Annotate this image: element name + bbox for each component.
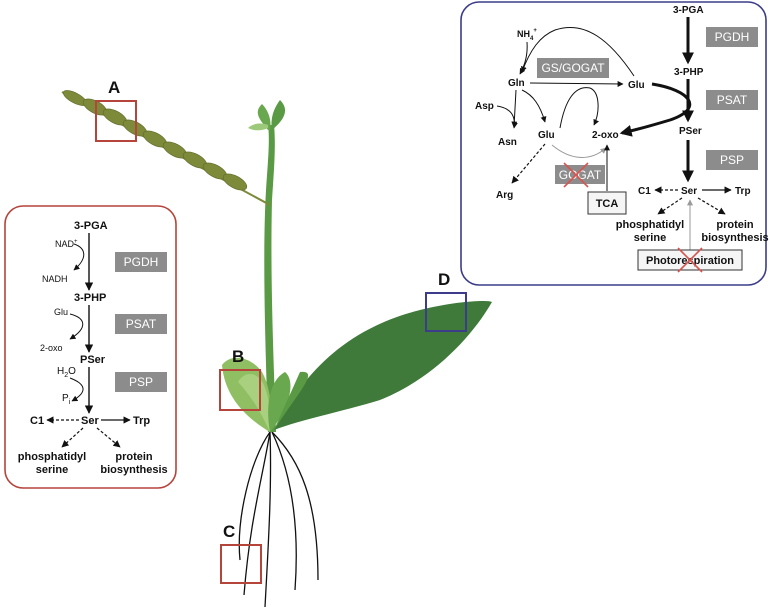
left-php: 3-PHP <box>74 292 106 304</box>
right-tca-box <box>587 191 627 215</box>
gogat-cross-icon <box>563 162 589 188</box>
region-box-b <box>219 369 261 411</box>
left-nad: NAD+ <box>55 239 78 249</box>
left-psp: PSP <box>129 375 153 389</box>
right-psat: PSAT <box>717 93 748 107</box>
right-pser: PSer <box>679 126 702 137</box>
right-pgdh: PGDH <box>715 30 750 44</box>
right-pgdh-box <box>706 27 758 47</box>
left-serine: serine <box>36 464 68 476</box>
right-glu-mid: Glu <box>538 130 555 141</box>
right-gogat: GOGAT <box>559 168 602 182</box>
left-pser: PSer <box>80 354 106 366</box>
right-php: 3-PHP <box>674 67 704 78</box>
left-pga: 3-PGA <box>74 220 108 232</box>
left-pi: Pi <box>62 393 71 406</box>
left-pgdh: PGDH <box>124 255 159 269</box>
right-oxo: 2-oxo <box>592 130 619 141</box>
left-glu: Glu <box>54 307 68 317</box>
right-trp: Trp <box>735 186 751 197</box>
left-biosynthesis: biosynthesis <box>100 464 167 476</box>
left-pgdh-box <box>115 252 167 272</box>
left-psat: PSAT <box>126 317 157 331</box>
right-ser: Ser <box>681 186 697 197</box>
left-protein: protein <box>115 451 153 463</box>
roots <box>238 431 319 608</box>
region-labels: A B C D <box>108 78 450 541</box>
right-gln: Gln <box>508 78 525 89</box>
left-psat-box <box>115 314 167 334</box>
right-serine: serine <box>634 232 666 244</box>
right-psp-box <box>706 150 758 170</box>
region-box-a <box>95 100 137 142</box>
right-biosynthesis: biosynthesis <box>701 232 768 244</box>
photorespiration-cross-icon <box>677 247 703 273</box>
right-phosphatidyl: phosphatidyl <box>616 219 684 231</box>
right-asp: Asp <box>475 101 494 112</box>
left-c1: C1 <box>30 415 44 427</box>
label-a: A <box>108 78 120 97</box>
label-b: B <box>232 347 244 366</box>
left-h2o: H2O <box>57 366 76 379</box>
left-nadh: NADH <box>42 274 68 284</box>
label-c: C <box>223 522 235 541</box>
cauline-leaf <box>274 300 492 430</box>
left-psp-box <box>115 372 167 392</box>
right-asn: Asn <box>498 137 517 148</box>
left-ser: Ser <box>81 415 99 427</box>
right-c1: C1 <box>638 186 651 197</box>
left-oxo: 2-oxo <box>40 343 63 353</box>
panel-right: NH4+ Gln GS/GOGAT Glu 3-PGA PGDH 3-PHP P… <box>460 1 769 286</box>
left-trp: Trp <box>133 415 150 427</box>
rosette-leaves <box>222 357 291 432</box>
right-arg: Arg <box>496 190 513 201</box>
stem <box>264 125 276 432</box>
region-box-d <box>425 292 467 332</box>
seed-pod <box>61 90 271 206</box>
label-d: D <box>438 270 450 289</box>
right-gs-gogat: GS/GOGAT <box>541 61 605 75</box>
right-protein: protein <box>716 219 754 231</box>
right-pga: 3-PGA <box>673 5 704 16</box>
right-psp: PSP <box>720 153 744 167</box>
region-box-c <box>220 544 262 584</box>
region-boxes <box>95 100 467 584</box>
plant-illustration <box>61 90 492 608</box>
right-glu-top: Glu <box>628 80 645 91</box>
right-gogat-box <box>555 165 605 184</box>
right-psat-box <box>706 90 758 110</box>
right-gs-gogat-box <box>537 58 609 78</box>
apical-sprout <box>248 100 286 131</box>
right-nh4: NH4+ <box>517 28 537 42</box>
panel-left: 3-PGA NAD+ NADH PGDH 3-PHP Glu 2-oxo PSA… <box>4 205 177 489</box>
right-tca: TCA <box>596 198 619 210</box>
left-phosphatidyl: phosphatidyl <box>18 451 86 463</box>
